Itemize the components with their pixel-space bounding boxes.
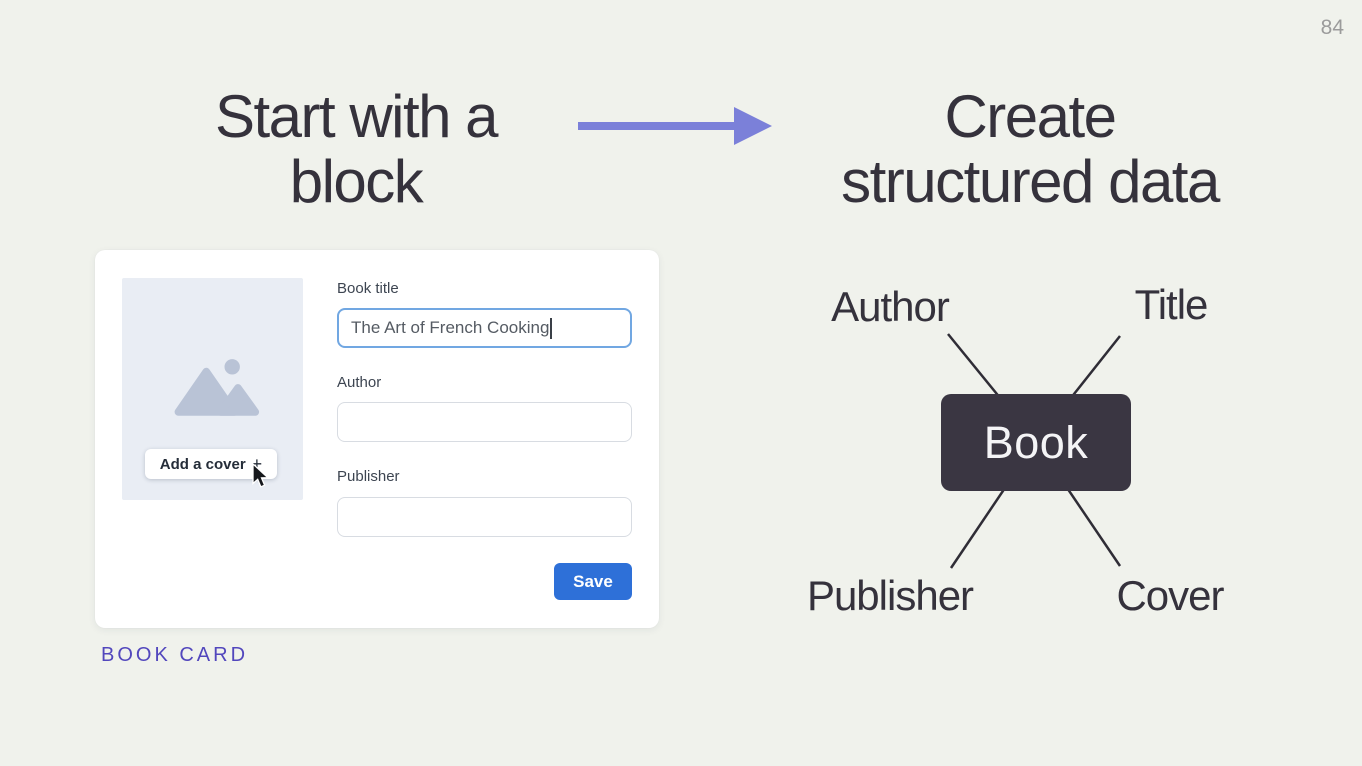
book-title-label: Book title [337, 280, 399, 297]
text-cursor [550, 317, 553, 339]
author-label: Author [337, 374, 382, 391]
left-heading: Start with a block [126, 84, 586, 214]
diagram-label-author: Author [831, 283, 950, 330]
left-heading-line2: block [289, 148, 424, 215]
right-heading-line2: structured data [841, 148, 1220, 215]
card-caption: BOOK CARD [101, 644, 249, 666]
save-button[interactable]: Save [554, 563, 632, 600]
publisher-label: Publisher [337, 468, 400, 485]
cover-placeholder: Add a cover + [122, 278, 303, 500]
right-arrow-icon [578, 105, 772, 147]
right-heading: Create structured data [800, 84, 1260, 214]
diagram-label-title: Title [1134, 281, 1209, 328]
add-cover-label: Add a cover [159, 455, 246, 473]
book-title-input[interactable]: The Art of French Cooking [337, 308, 632, 348]
book-node: Book [941, 394, 1131, 491]
plus-icon: + [251, 454, 263, 474]
right-heading-line1: Create [944, 83, 1117, 150]
author-input[interactable] [337, 402, 632, 442]
add-cover-button[interactable]: Add a cover + [145, 449, 277, 479]
left-heading-line1: Start with a [214, 83, 499, 150]
publisher-input[interactable] [337, 497, 632, 537]
image-placeholder-icon [165, 354, 261, 420]
diagram-label-publisher: Publisher [806, 572, 974, 619]
book-title-value: The Art of French Cooking [351, 318, 550, 337]
page-number: 84 [1320, 16, 1344, 39]
diagram-label-cover: Cover [1116, 572, 1224, 619]
mouse-cursor [250, 462, 272, 491]
book-card: Add a cover + Book title The Art of Fren… [95, 250, 659, 628]
